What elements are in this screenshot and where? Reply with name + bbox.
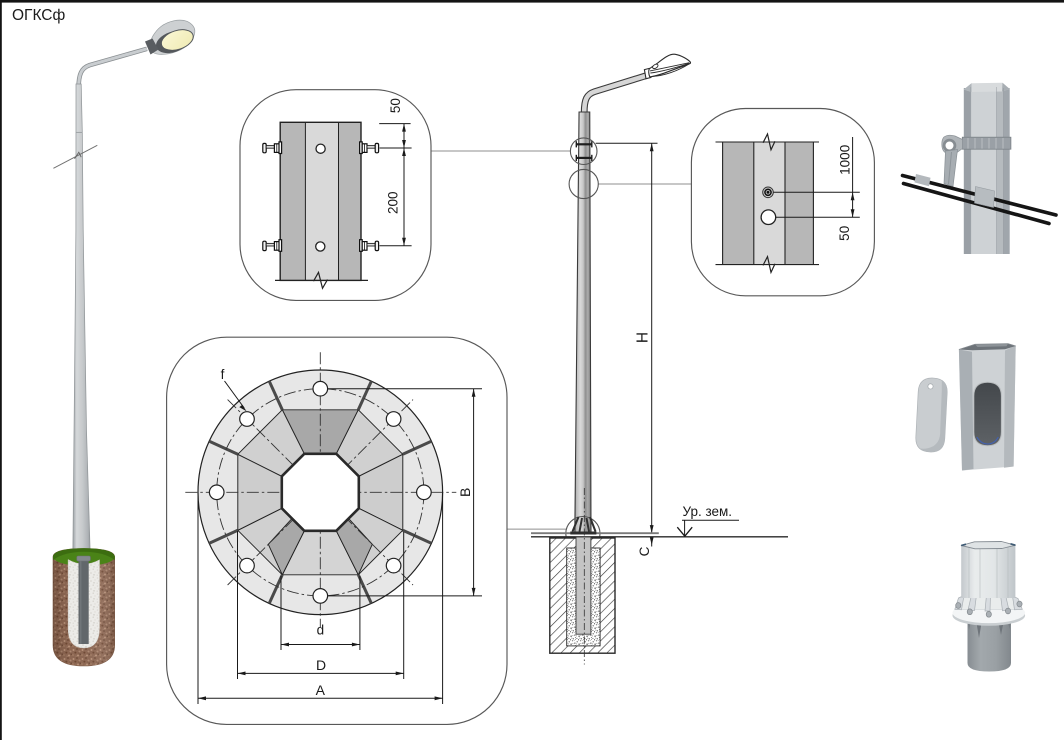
svg-text:C: C [637, 546, 652, 556]
svg-text:Ур. зем.: Ур. зем. [683, 504, 733, 519]
svg-text:f: f [221, 367, 225, 382]
svg-text:d: d [317, 623, 325, 638]
svg-text:1000: 1000 [838, 145, 853, 175]
svg-text:50: 50 [837, 226, 852, 241]
svg-text:ОГКСф: ОГКСф [12, 7, 65, 24]
svg-text:200: 200 [386, 191, 401, 214]
svg-text:B: B [457, 488, 473, 497]
svg-text:D: D [316, 657, 326, 673]
svg-text:A: A [316, 682, 326, 698]
svg-text:H: H [635, 332, 652, 343]
svg-text:50: 50 [388, 98, 403, 113]
